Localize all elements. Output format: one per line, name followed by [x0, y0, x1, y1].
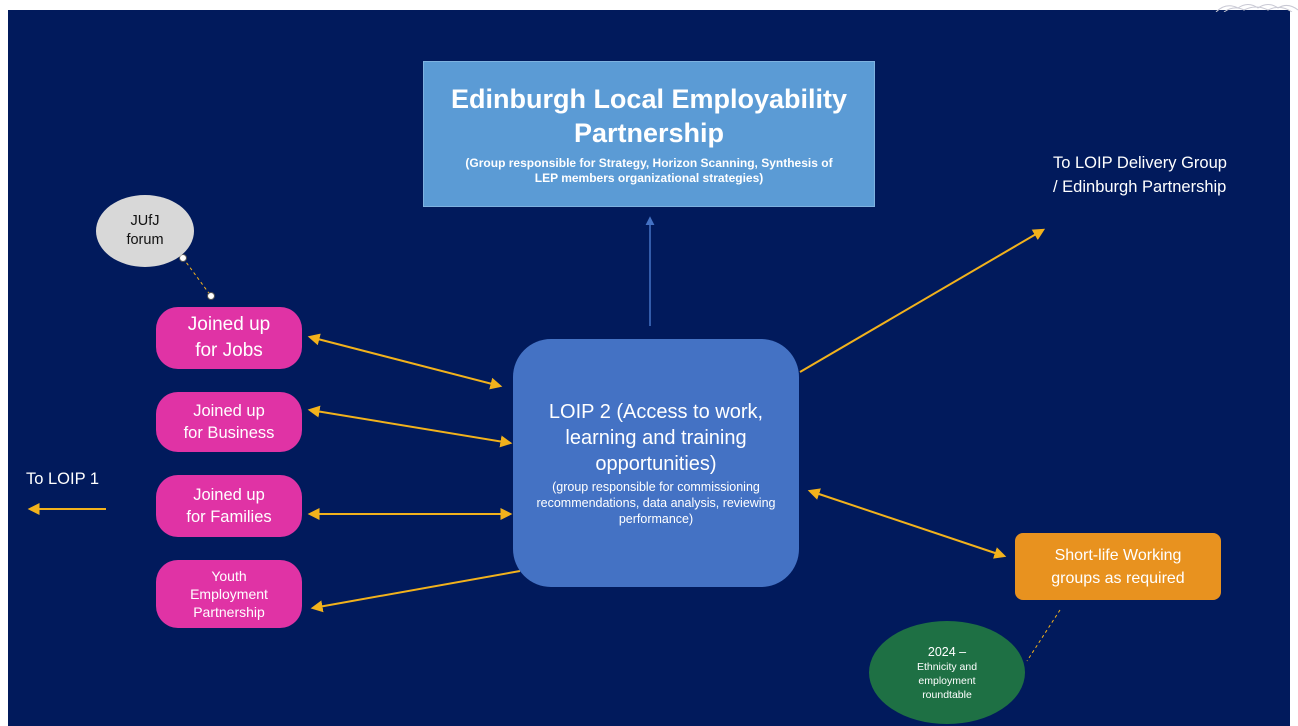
jobs-line2: for Jobs — [195, 340, 263, 361]
dashed-link-jufj — [182, 257, 212, 297]
youth-line3: Partnership — [193, 604, 265, 620]
jufj-forum-bubble: JUfJ forum — [96, 195, 194, 267]
loip2-subtitle: (group responsible for commissioning rec… — [536, 480, 776, 526]
families-line2: for Families — [186, 508, 272, 526]
short-life-groups-box: Short-life Working groups as required — [1015, 533, 1221, 600]
youth-line2: Employment — [190, 586, 268, 602]
roundtable-bubble: 2024 – Ethnicity and employment roundtab… — [869, 621, 1025, 724]
roundtable-line2: Ethnicity and — [916, 660, 978, 673]
lep-title: Edinburgh Local Employability Partnershi… — [450, 84, 848, 148]
arrow-loip2-shortlife — [807, 488, 1007, 559]
roundtable-line3: employment — [918, 674, 976, 687]
business-line1: Joined up — [193, 402, 265, 420]
to-loip-delivery-label: To LOIP Delivery Group / Edinburgh Partn… — [1053, 154, 1227, 196]
slw-line2: groups as required — [1051, 569, 1185, 587]
joined-up-business-box: Joined up for Business — [156, 392, 302, 452]
link-handle-bottom — [207, 292, 215, 300]
roundtable-line4: roundtable — [922, 688, 972, 701]
slw-line1: Short-life Working — [1054, 546, 1182, 564]
joined-up-families-box: Joined up for Families — [156, 475, 302, 537]
lep-box: Edinburgh Local Employability Partnershi… — [423, 61, 875, 207]
youth-employment-box: Youth Employment Partnership — [156, 560, 302, 628]
diagram-slide: Edinburgh Local Employability Partnershi… — [8, 10, 1290, 726]
jobs-line1: Joined up — [187, 314, 271, 335]
youth-line1: Youth — [211, 568, 247, 584]
arrow-loip2-to-delivery — [799, 228, 1046, 373]
arrow-business-loip2 — [307, 405, 513, 448]
roundtable-line1: 2024 – — [927, 644, 967, 659]
arrow-jobs-loip2 — [307, 333, 503, 390]
families-line1: Joined up — [193, 486, 265, 504]
corner-crest-icon — [1215, 4, 1298, 12]
link-handle-top — [179, 254, 187, 262]
dashed-link-roundtable — [1026, 609, 1061, 662]
business-line2: for Business — [183, 424, 275, 442]
loip2-title: LOIP 2 (Access to work, learning and tra… — [548, 401, 764, 475]
jufj-line1: JUfJ — [130, 213, 160, 229]
lep-subtitle: (Group responsible for Strategy, Horizon… — [465, 156, 833, 185]
loip2-box: LOIP 2 (Access to work, learning and tra… — [513, 339, 799, 587]
to-loip1-label: To LOIP 1 — [26, 470, 100, 488]
jufj-line2: forum — [126, 232, 164, 248]
connector-layer — [27, 216, 1061, 662]
joined-up-jobs-box: Joined up for Jobs — [156, 307, 302, 369]
arrow-loip2-to-youth — [310, 570, 521, 613]
